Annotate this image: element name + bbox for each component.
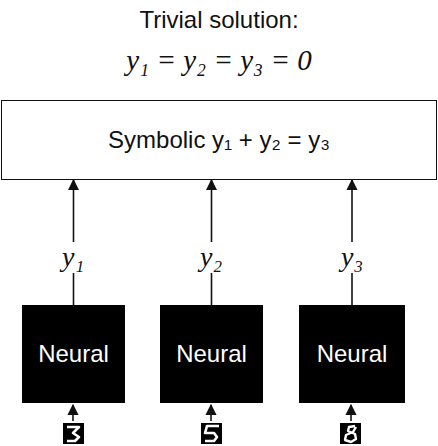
digit-image <box>340 423 361 444</box>
box-label: Neural <box>38 340 109 368</box>
neural-box: Neural <box>160 305 263 403</box>
input-arrow <box>350 405 352 421</box>
input-arrow <box>72 405 74 421</box>
diagram-title: Trivial solution: <box>0 6 438 34</box>
symbolic-box: Symbolic y₁ + y₂ = y₃ <box>1 100 437 180</box>
digit-image <box>201 423 222 444</box>
input-arrow <box>210 405 212 421</box>
box-label: Neural <box>176 340 247 368</box>
neural-box: Neural <box>22 305 125 403</box>
output-variable: y₁ <box>58 242 88 273</box>
output-variable: y₂ <box>196 242 226 273</box>
box-label: Symbolic y₁ + y₂ = y₃ <box>108 126 330 154</box>
digit-image <box>63 423 84 444</box>
box-label: Neural <box>317 340 388 368</box>
neural-box: Neural <box>299 305 405 403</box>
output-variable: y₃ <box>337 242 367 273</box>
equation-label: y₁ = y₂ = y₃ = 0 <box>0 44 438 77</box>
